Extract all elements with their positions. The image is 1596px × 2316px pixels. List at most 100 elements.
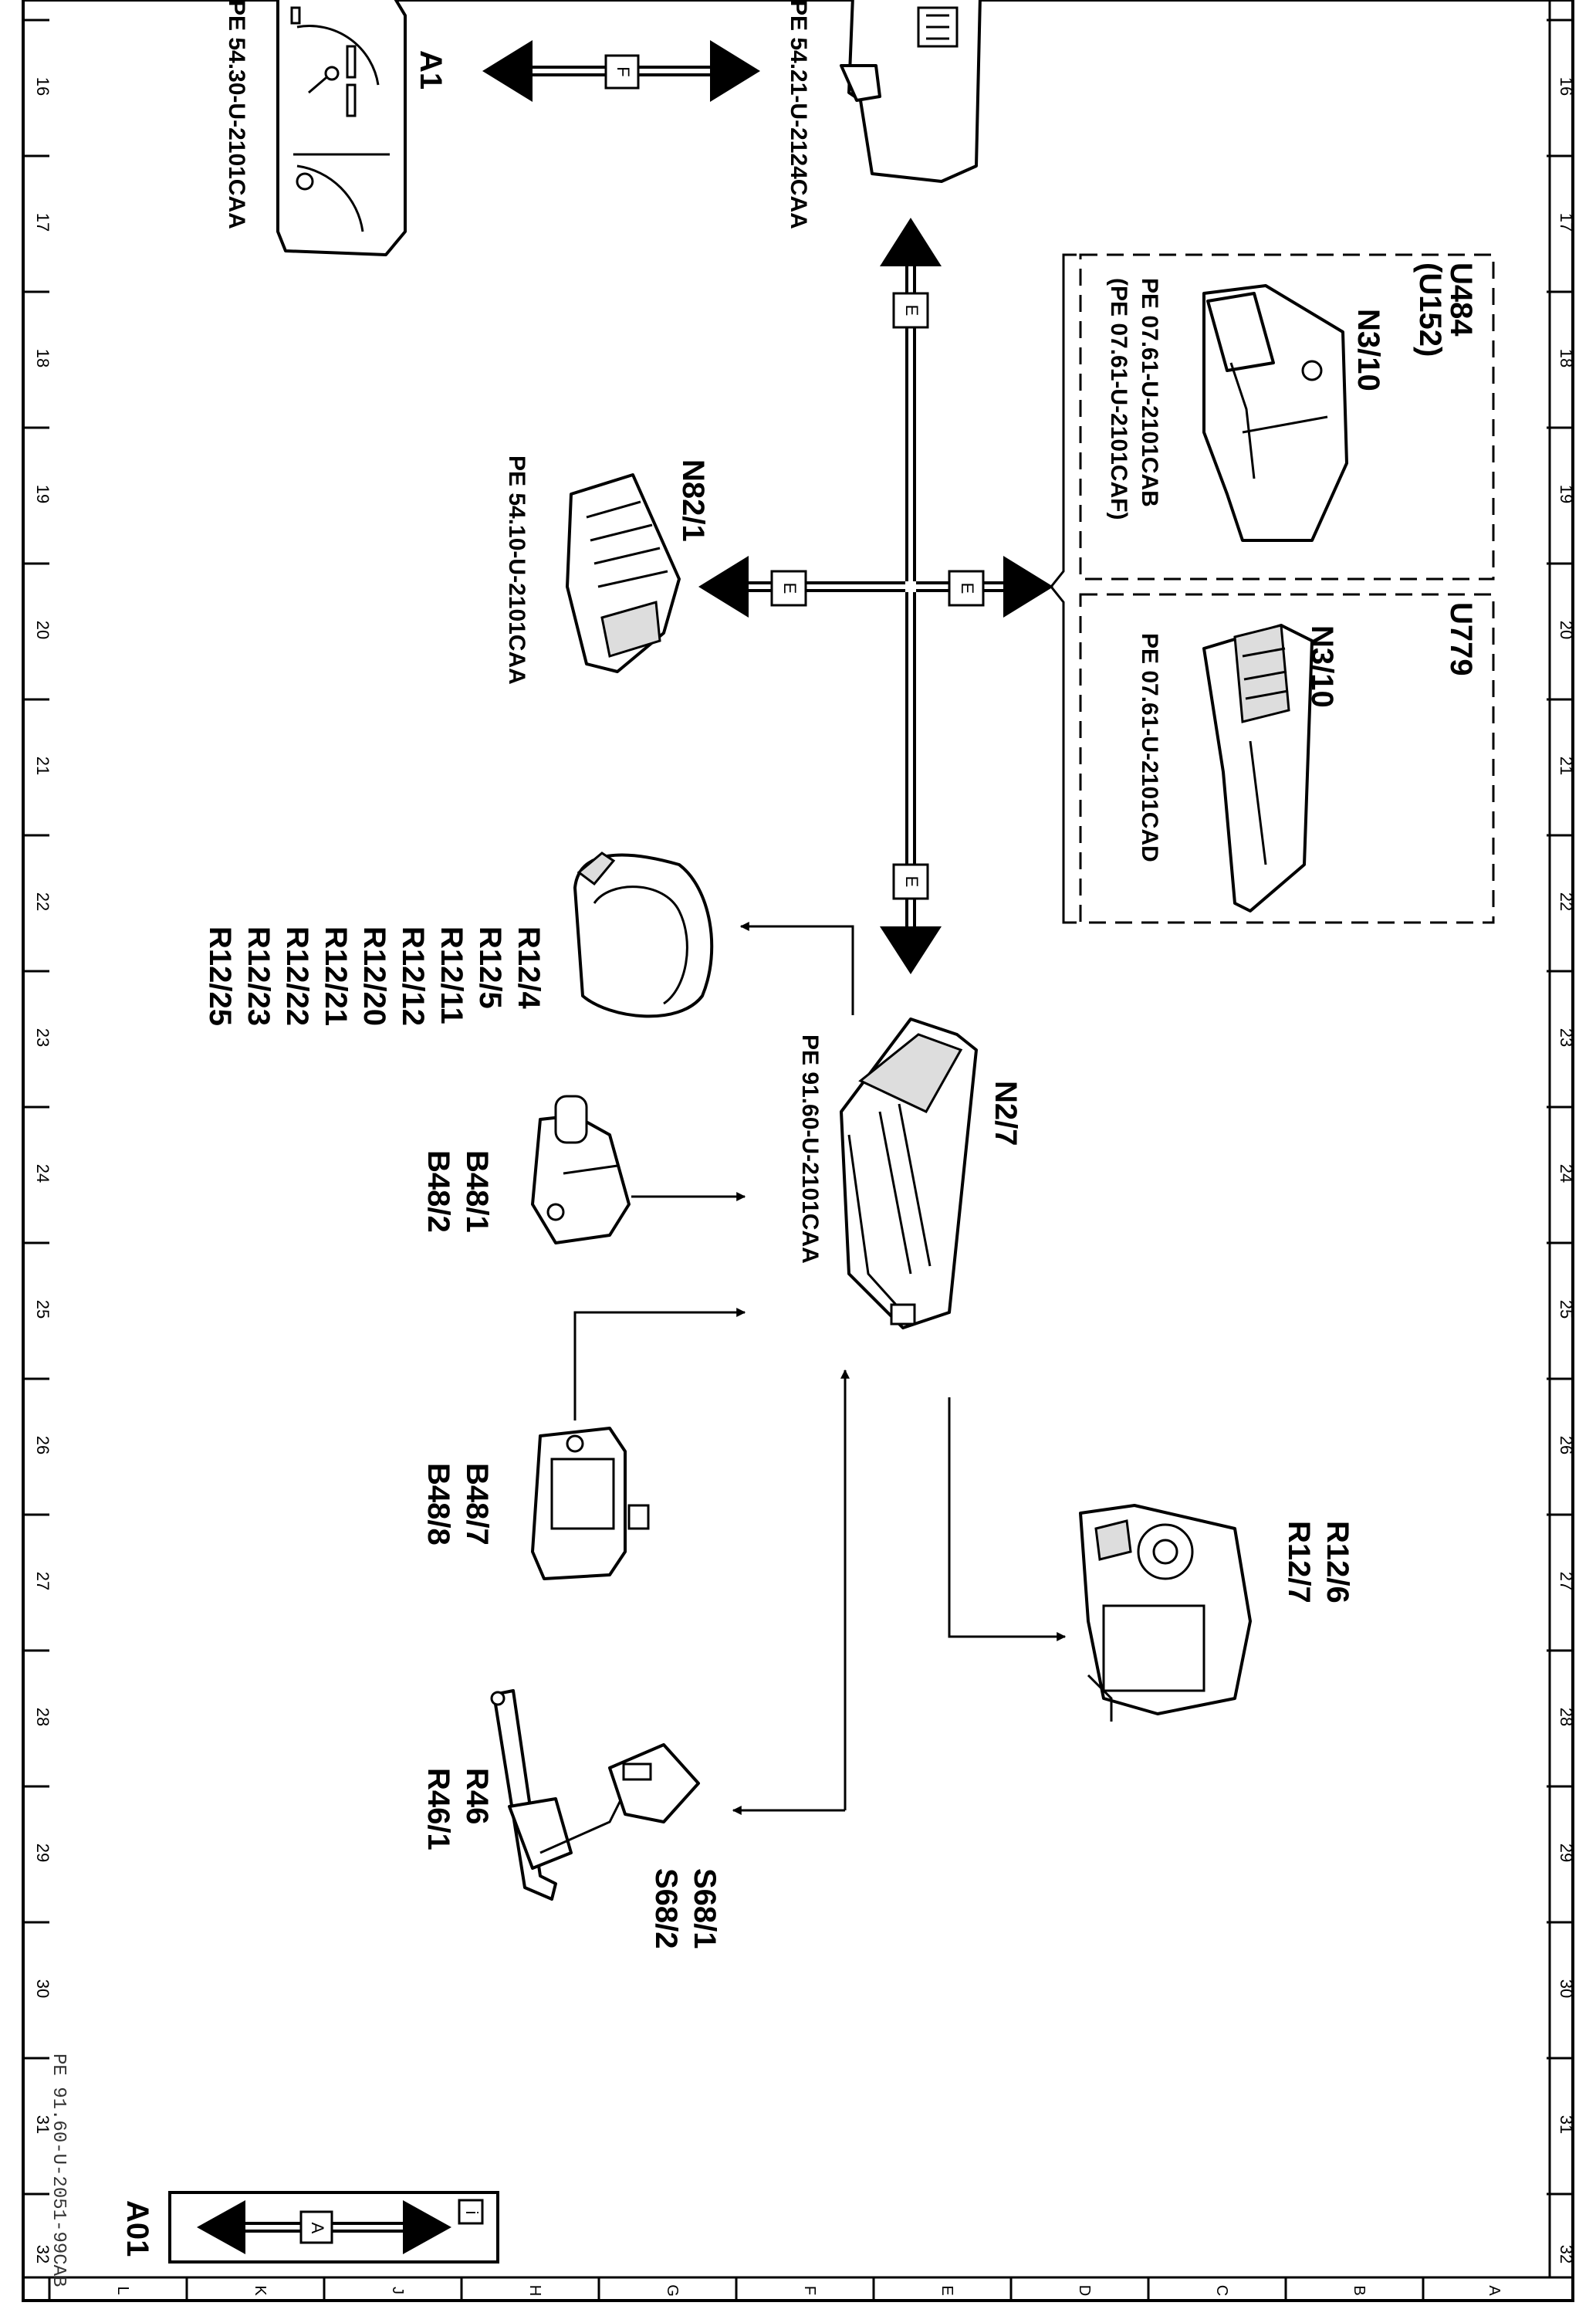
n82-1-label: N82/1 xyxy=(676,459,710,542)
ruler-left-18: 18 xyxy=(33,349,52,367)
ruler-bottom-g: G xyxy=(664,2284,681,2297)
u779-box xyxy=(1079,593,1495,924)
b48-7-sensor-part xyxy=(531,1427,650,1580)
ruler-right-28: 28 xyxy=(1557,1708,1576,1726)
r46-label: R46 xyxy=(460,1768,494,1824)
bus-e-marker-bottom: E xyxy=(892,863,929,900)
belt-buckle-part xyxy=(490,1689,700,1901)
a1-label: A1 xyxy=(414,50,448,90)
b48-8-label: B48/8 xyxy=(421,1463,455,1546)
ruler-left-23: 23 xyxy=(33,1028,52,1047)
ruler-right-32: 32 xyxy=(1557,2245,1576,2264)
ruler-left-27: 27 xyxy=(33,1572,52,1590)
bus-f-label: F xyxy=(614,66,633,76)
u779-label: U779 xyxy=(1444,602,1478,676)
ruler-left-20: 20 xyxy=(33,621,52,639)
n2-7-reference: PE 91.60-U-2101CAA xyxy=(797,1034,823,1264)
ruler-bottom-l: L xyxy=(114,2286,131,2294)
ruler-right-25: 25 xyxy=(1557,1300,1576,1319)
legend-a01: A i xyxy=(168,2191,499,2264)
u484-reference-2: (PE 07.61-U-2101CAF) xyxy=(1106,278,1131,520)
ruler-left-28: 28 xyxy=(33,1708,52,1726)
ruler-right-21: 21 xyxy=(1557,757,1576,775)
a1-reference: PE 54.30-U-2101CAA xyxy=(224,0,249,229)
ruler-left-32: 32 xyxy=(33,2245,52,2264)
top-module-reference: PE 54.21-U-2124CAA xyxy=(786,0,811,229)
ruler-right-20: 20 xyxy=(1557,621,1576,639)
ecu-u484-part xyxy=(1202,284,1348,542)
ruler-bottom-e: E xyxy=(938,2285,955,2295)
ruler-right: 16 17 18 19 20 21 22 23 24 25 26 27 28 2… xyxy=(1547,19,1576,2264)
n2-7-part xyxy=(840,1017,978,1329)
ruler-left-31: 31 xyxy=(33,2115,52,2134)
n82-1-part xyxy=(566,473,681,673)
svg-text:E: E xyxy=(958,583,977,594)
ruler-left: 16 17 18 19 20 21 22 23 24 25 26 27 28 2… xyxy=(22,0,52,2277)
r12-23-label: R12/23 xyxy=(242,926,276,1026)
u484-box xyxy=(1079,253,1495,581)
ruler-right-19: 19 xyxy=(1557,485,1576,503)
ruler-right-26: 26 xyxy=(1557,1436,1576,1454)
n2-7-label: N2/7 xyxy=(989,1081,1023,1146)
r12-22-label: R12/22 xyxy=(280,926,314,1026)
u484-n3-10-label: N3/10 xyxy=(1351,309,1385,391)
bus-e-network xyxy=(698,218,1053,974)
r12-12-label: R12/12 xyxy=(396,926,430,1026)
ruler-right-31: 31 xyxy=(1557,2115,1576,2134)
ruler-left-16: 16 xyxy=(33,77,52,96)
ruler-left-29: 29 xyxy=(33,1844,52,1862)
ruler-right-29: 29 xyxy=(1557,1844,1576,1862)
ruler-right-18: 18 xyxy=(1557,349,1576,367)
ruler-bottom-h: H xyxy=(526,2285,543,2296)
ecu-u779-part xyxy=(1202,624,1314,913)
ruler-right-30: 30 xyxy=(1557,1979,1576,1998)
ruler-bottom-c: C xyxy=(1213,2285,1230,2296)
instrument-cluster-a1 xyxy=(276,0,407,256)
b48-2-label: B48/2 xyxy=(421,1150,455,1233)
b48-7-label: B48/7 xyxy=(460,1463,494,1546)
r12-6-label: R12/6 xyxy=(1320,1521,1354,1603)
ruler-left-22: 22 xyxy=(33,892,52,911)
bus-e-marker-right: E xyxy=(948,570,985,607)
u152-label: (U152) xyxy=(1413,262,1447,357)
svg-text:E: E xyxy=(902,305,921,317)
bus-e-marker-left: E xyxy=(770,570,807,607)
svg-text:E: E xyxy=(780,583,800,594)
bus-e-marker-top: E xyxy=(892,292,929,329)
ruler-left-30: 30 xyxy=(33,1979,52,1998)
s68-2-label: S68/2 xyxy=(649,1868,683,1949)
b48-1-sensor-part xyxy=(531,1095,631,1244)
airbag-module-part xyxy=(573,852,714,1018)
u484-reference-1: PE 07.61-U-2101CAB xyxy=(1137,278,1162,507)
ruler-bottom-b: B xyxy=(1351,2285,1368,2295)
ruler-bottom-j: J xyxy=(389,2287,406,2294)
ruler-left-19: 19 xyxy=(33,485,52,503)
svg-text:E: E xyxy=(902,876,921,888)
r12-25-label: R12/25 xyxy=(203,926,237,1026)
r12-5-label: R12/5 xyxy=(473,926,507,1009)
ruler-right-23: 23 xyxy=(1557,1028,1576,1047)
u779-reference: PE 07.61-U-2101CAD xyxy=(1137,633,1162,862)
ruler-right-17: 17 xyxy=(1557,213,1576,232)
r12-4-label: R12/4 xyxy=(512,926,546,1009)
b48-1-label: B48/1 xyxy=(460,1150,494,1233)
r12-7-label: R12/7 xyxy=(1282,1521,1316,1603)
r12-21-label: R12/21 xyxy=(319,926,353,1026)
r46-1-label: R46/1 xyxy=(421,1768,455,1850)
ruler-bottom: L K J H G F E D C B A xyxy=(48,2277,1503,2301)
footer-code: PE 91.60-U-2051-99CAB xyxy=(48,2054,69,2287)
ruler-left-24: 24 xyxy=(33,1164,52,1183)
ruler-bottom-f: F xyxy=(801,2286,818,2295)
ruler-bottom-k: K xyxy=(252,2285,269,2296)
legend-title: A01 xyxy=(120,2200,154,2257)
belt-retractor-part xyxy=(1079,1504,1252,1722)
ruler-left-25: 25 xyxy=(33,1300,52,1319)
bus-f-arrow: F xyxy=(482,40,760,102)
ecu-variant-bracket xyxy=(1050,253,1077,924)
ruler-bottom-d: D xyxy=(1076,2285,1093,2296)
ruler-right-27: 27 xyxy=(1557,1572,1576,1590)
top-module-part xyxy=(840,0,982,183)
ruler-bottom-a: A xyxy=(1486,2285,1503,2296)
ruler-right-24: 24 xyxy=(1557,1164,1576,1183)
